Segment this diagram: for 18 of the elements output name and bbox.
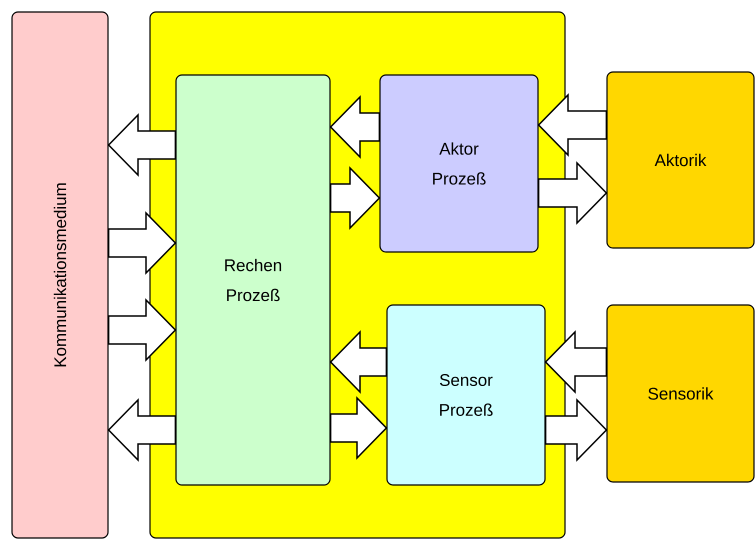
block-arrow xyxy=(538,161,608,225)
device-box: Sensorik xyxy=(606,304,755,483)
block-arrow xyxy=(538,93,608,157)
block-arrow xyxy=(544,330,608,394)
block-arrow xyxy=(330,166,380,230)
device-box: Aktorik xyxy=(606,71,755,249)
block-arrow xyxy=(544,398,608,462)
block-arrow xyxy=(108,211,176,275)
process-box: Aktor Prozeß xyxy=(379,74,539,253)
block-arrow xyxy=(330,95,380,159)
block-arrow xyxy=(108,398,176,462)
process-box: Sensor Prozeß xyxy=(386,304,546,486)
block-arrow xyxy=(108,113,176,177)
block-arrow xyxy=(330,396,388,460)
block-arrow xyxy=(108,298,176,362)
block-arrow xyxy=(330,330,388,394)
process-box: Rechen Prozeß xyxy=(175,74,331,486)
comm-medium-bar: Kommunikationsmedium xyxy=(11,11,109,539)
